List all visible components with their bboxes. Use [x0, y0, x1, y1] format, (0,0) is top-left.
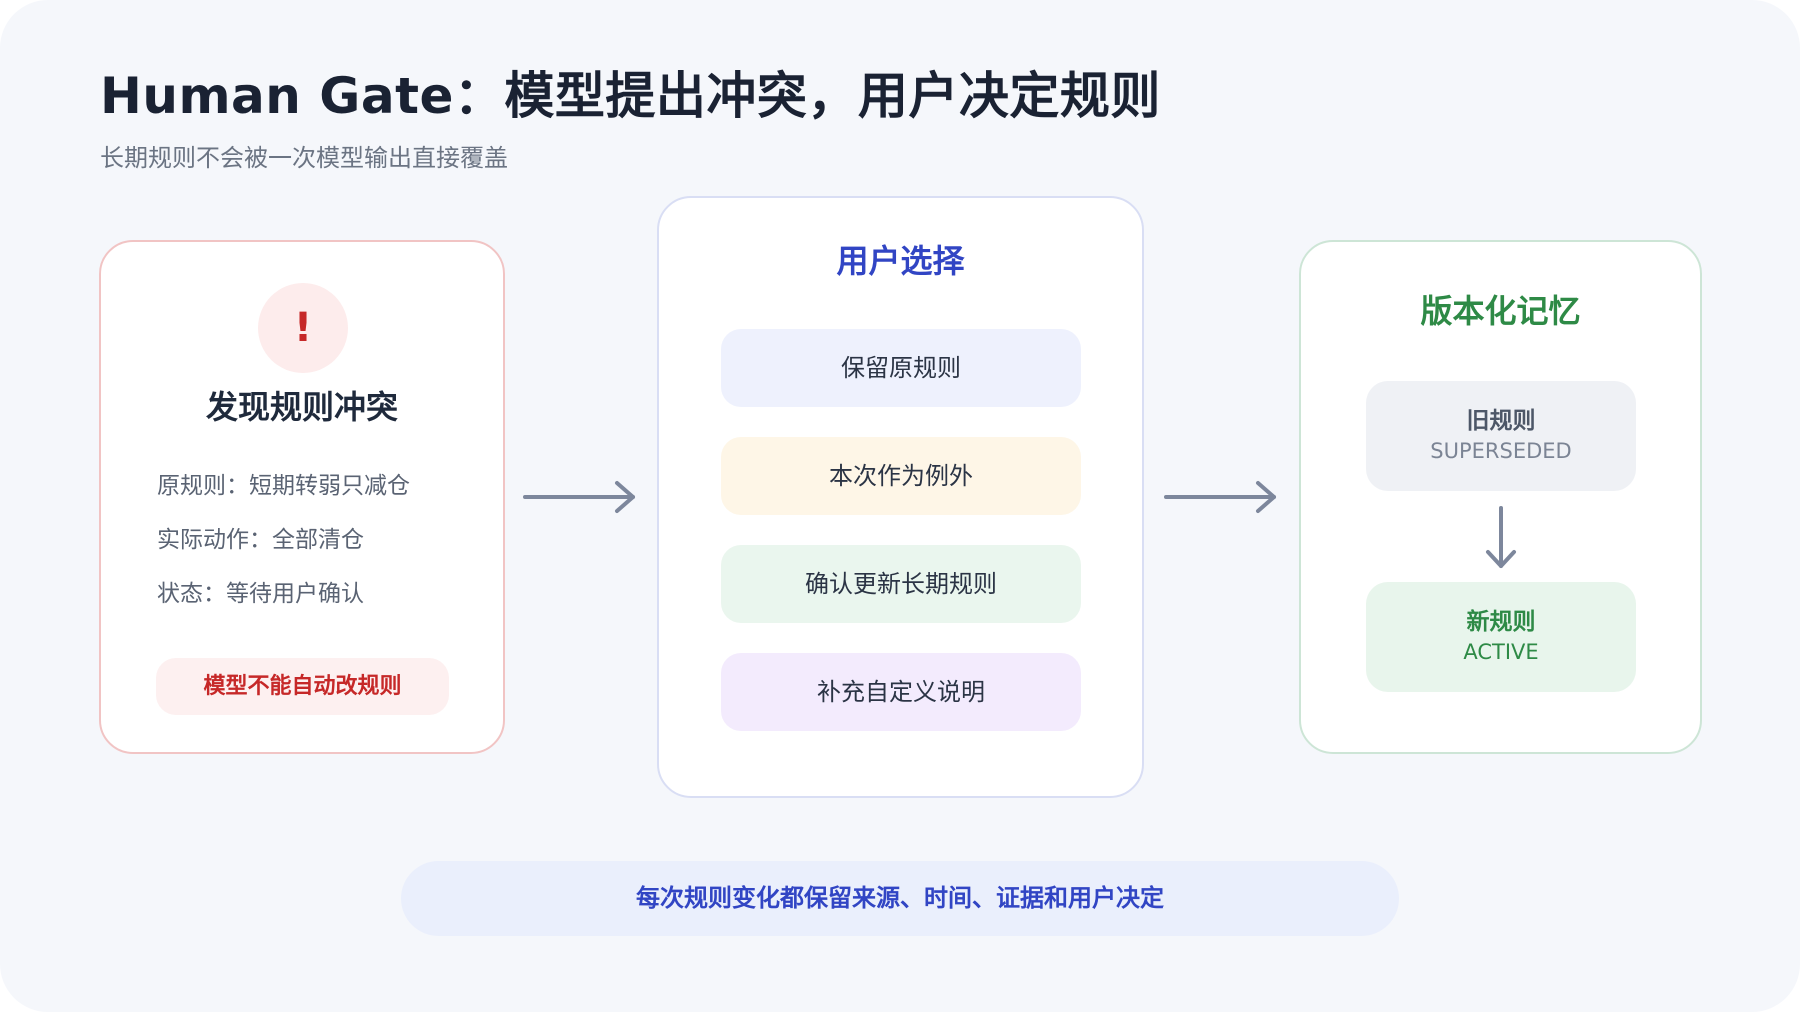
status-text: 状态：等待用户确认: [157, 581, 364, 607]
custom-note-option[interactable]: 补充自定义说明: [721, 653, 1081, 731]
right-arrow-icon: [1164, 481, 1276, 513]
page-subtitle: 长期规则不会被一次模型输出直接覆盖: [100, 144, 508, 172]
user-choice-card: 用户选择 保留原规则 本次作为例外 确认更新长期规则 补充自定义说明: [657, 196, 1144, 798]
new-rule-version: 新规则 ACTIVE: [1366, 582, 1636, 692]
down-arrow-icon: [1486, 506, 1516, 568]
keep-original-rule-option[interactable]: 保留原规则: [721, 329, 1081, 407]
old-rule-version: 旧规则 SUPERSEDED: [1366, 381, 1636, 491]
conflict-card: ! 发现规则冲突 原规则：短期转弱只减仓 实际动作：全部清仓 状态：等待用户确认…: [99, 240, 505, 754]
memory-card-title: 版本化记忆: [1420, 292, 1581, 330]
conflict-card-title: 发现规则冲突: [205, 388, 398, 426]
confirm-update-rule-option[interactable]: 确认更新长期规则: [721, 545, 1081, 623]
one-time-exception-option[interactable]: 本次作为例外: [721, 437, 1081, 515]
original-rule-text: 原规则：短期转弱只减仓: [157, 473, 410, 499]
warning-badge: 模型不能自动改规则: [156, 658, 449, 715]
new-rule-label: 新规则: [1466, 609, 1536, 635]
old-rule-status: SUPERSEDED: [1430, 439, 1572, 463]
page-title: Human Gate：模型提出冲突，用户决定规则: [100, 67, 1161, 125]
footer-note: 每次规则变化都保留来源、时间、证据和用户决定: [401, 861, 1399, 936]
actual-action-text: 实际动作：全部清仓: [157, 527, 364, 553]
choice-card-title: 用户选择: [836, 242, 965, 280]
versioned-memory-card: 版本化记忆 旧规则 SUPERSEDED 新规则 ACTIVE: [1299, 240, 1702, 754]
new-rule-status: ACTIVE: [1463, 640, 1539, 664]
old-rule-label: 旧规则: [1466, 408, 1536, 434]
exclamation-icon: !: [258, 283, 348, 373]
right-arrow-icon: [523, 481, 635, 513]
